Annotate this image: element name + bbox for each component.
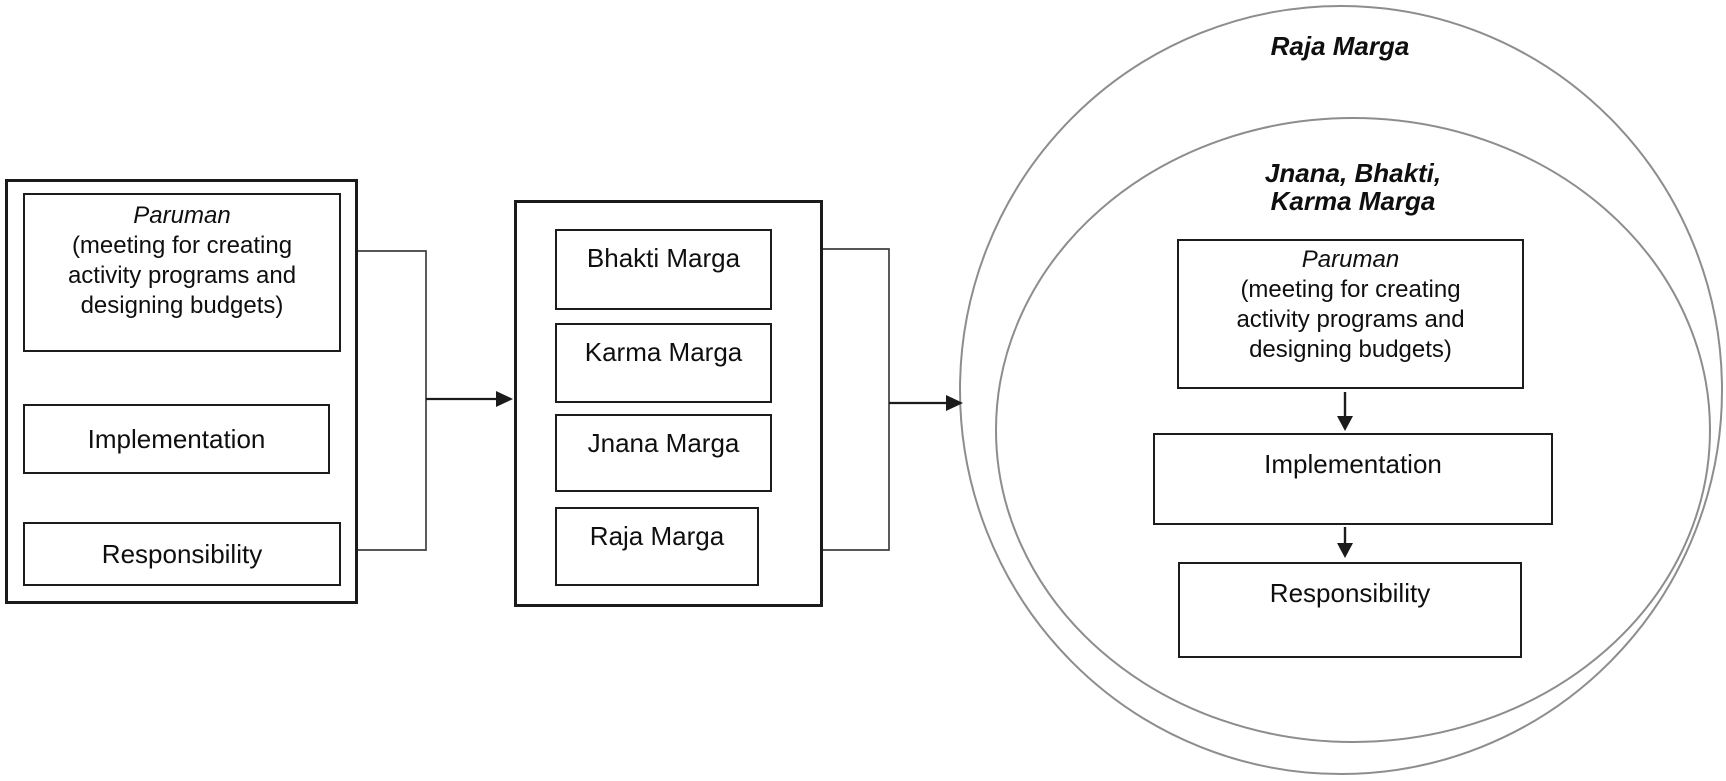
paruman-desc-line: activity programs and (67, 262, 297, 289)
arrow-right-icon (496, 391, 513, 407)
jnana-marga-box: Jnana Marga (555, 414, 772, 492)
left-paruman-box: Paruman (meeting for creating activity p… (23, 193, 341, 352)
inner-circle (995, 117, 1711, 743)
raja-marga-box: Raja Marga (555, 507, 759, 586)
implementation-label: Implementation (1264, 449, 1442, 479)
arrow-right-icon (946, 395, 963, 411)
middle-bracket-connector (823, 248, 890, 551)
paruman-desc-line: (meeting for creating (71, 232, 293, 259)
bhakti-marga-label: Bhakti Marga (586, 243, 741, 273)
inner-circle-label: Jnana, Bhakti, Karma Marga (1203, 159, 1503, 215)
outer-circle (959, 5, 1723, 775)
arrow-down-icon (1337, 527, 1353, 558)
implementation-label: Implementation (87, 424, 266, 454)
left-bracket-connector (358, 250, 427, 551)
karma-marga-box: Karma Marga (555, 323, 772, 403)
inner-circle-label-line: Karma Marga (1270, 186, 1436, 216)
arrow-down-icon (1337, 392, 1353, 431)
paruman-title: Paruman (133, 202, 231, 229)
karma-marga-label: Karma Marga (584, 337, 743, 367)
left-responsibility-box: Responsibility (23, 522, 341, 586)
responsibility-label: Responsibility (1269, 578, 1431, 608)
outer-circle-label: Raja Marga (1270, 31, 1410, 61)
paruman-desc-line: designing budgets) (80, 292, 284, 319)
circle-paruman-box: Paruman (meeting for creating activity p… (1177, 239, 1524, 389)
raja-marga-label: Raja Marga (589, 521, 725, 551)
paruman-title: Paruman (1301, 246, 1400, 273)
inner-circle-label-line: Jnana, Bhakti, (1264, 158, 1442, 188)
paruman-desc-line: activity programs and (1236, 306, 1465, 333)
jnana-marga-label: Jnana Marga (587, 428, 740, 458)
responsibility-label: Responsibility (101, 539, 263, 569)
circle-implementation-box: Implementation (1153, 433, 1553, 525)
left-implementation-box: Implementation (23, 404, 330, 474)
paruman-desc-line: designing budgets) (1249, 336, 1452, 363)
bhakti-marga-box: Bhakti Marga (555, 229, 772, 310)
paruman-desc-line: (meeting for creating (1240, 276, 1461, 303)
circle-responsibility-box: Responsibility (1178, 562, 1522, 658)
